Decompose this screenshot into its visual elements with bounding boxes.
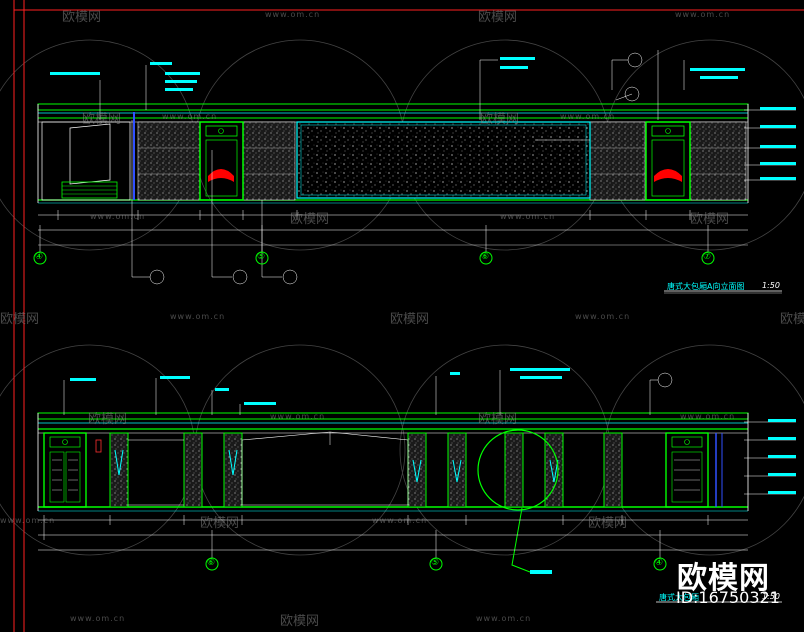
grid-marker-top-6: ⑥: [481, 252, 490, 262]
model-id: ID:16750321: [676, 588, 780, 607]
elevation-b-title: 唐式大包厢: [659, 593, 699, 602]
watermark-brand-13: 欧模网: [588, 516, 628, 531]
watermark-url-5: www.om.cn: [90, 212, 146, 221]
watermark-brand-7: 欧模网: [0, 312, 40, 327]
elevation-a-scale: 1:50: [762, 281, 780, 290]
grid-marker-bottom-4: ④: [655, 558, 664, 568]
watermark-brand-9: 欧模网: [780, 312, 804, 327]
grid-circle-top-6: [479, 251, 493, 265]
watermark-url-8: www.om.cn: [575, 312, 631, 321]
grid-marker-bottom-5: ⑤: [431, 558, 440, 568]
watermark-url-4: www.om.cn: [560, 112, 616, 121]
grid-marker-top-4: ④: [35, 252, 44, 262]
watermark-url-10: www.om.cn: [680, 412, 736, 421]
grid-circle-bottom-5: [429, 557, 443, 571]
watermark-brand-4: 欧模网: [480, 112, 520, 127]
watermark-url-1: www.om.cn: [265, 10, 321, 19]
elevation-a-title-underline: [664, 290, 782, 294]
sheet-frame: [13, 0, 804, 632]
grid-marker-bottom-6: ⑥: [207, 558, 216, 568]
watermark-brand-14: 欧模网: [280, 614, 320, 629]
watermark-url-12: www.om.cn: [372, 516, 428, 525]
grid-circle-bottom-4: [653, 557, 667, 571]
elevation-b-scale: 1:50: [762, 592, 780, 601]
watermark-brand-5: 欧模网: [290, 212, 330, 227]
grid-marker-top-7: ⑦: [703, 252, 712, 262]
watermark-url-9: www.om.cn: [270, 412, 326, 421]
watermark-brand-2: 欧模网: [478, 10, 518, 25]
watermark-brand-8: 欧模网: [390, 312, 430, 327]
watermark-brand-6: 欧模网: [690, 212, 730, 227]
watermark-url-3: www.om.cn: [162, 112, 218, 121]
watermark-url-13: www.om.cn: [70, 614, 126, 623]
elevation-a-title: 唐式大包厢A向立面图: [667, 282, 745, 291]
grid-circle-top-4: [33, 251, 47, 265]
grid-circle-top-5: [255, 251, 269, 265]
grid-marker-top-5: ⑤: [257, 252, 266, 262]
watermark-brand-10: 欧模网: [88, 412, 128, 427]
watermark-url-11: www.om.cn: [0, 516, 56, 525]
elevation-b: [37, 368, 796, 574]
watermark-brand-1: 欧模网: [62, 10, 102, 25]
watermark-url-7: www.om.cn: [170, 312, 226, 321]
watermark-brand-3: 欧模网: [82, 112, 122, 127]
watermark-brand-12: 欧模网: [200, 516, 240, 531]
brand-logo-text: 欧模网: [677, 561, 770, 596]
grid-circle-top-7: [701, 251, 715, 265]
watermark-url-6: www.om.cn: [500, 212, 556, 221]
watermark-brand-11: 欧模网: [478, 412, 518, 427]
grid-circle-bottom-6: [205, 557, 219, 571]
elevation-a: [37, 50, 796, 285]
watermark-url-14: www.om.cn: [476, 614, 532, 623]
watermark-url-2: www.om.cn: [675, 10, 731, 19]
